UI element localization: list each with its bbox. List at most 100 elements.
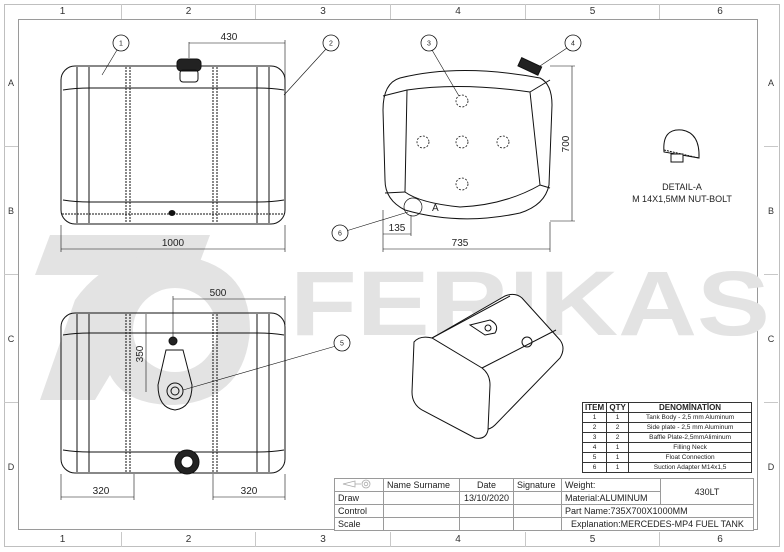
draw-name: [383, 491, 460, 505]
zone-col-label: 4: [391, 4, 526, 19]
isometric-view: [411, 293, 564, 439]
bom-qty: 1: [606, 452, 630, 463]
bom-row: 4 1 Filling Neck: [581, 442, 752, 453]
zone-col-label: 2: [122, 532, 256, 547]
dimension-labels: 430 1000 700 735 135 A 500 350 320 320: [93, 32, 572, 497]
bom-qty: 2: [606, 422, 630, 433]
title-block-header-row: Name Surname Date Signature Weight: 430L…: [334, 478, 754, 505]
bom-row: 2 2 Side plate - 2,5 mm Aluminum: [581, 422, 752, 433]
bom-qty: 1: [606, 412, 630, 423]
zone-row-label: C: [4, 275, 18, 403]
draw-signature: [513, 491, 562, 505]
scale-name: [383, 517, 460, 531]
row-label-draw: Draw: [334, 491, 384, 505]
zone-col-label: 6: [717, 6, 723, 17]
zone-row-label: B: [4, 147, 18, 275]
zone-col-label: 5: [526, 532, 660, 547]
zone-ruler-bottom: 1 2 3 4 5 6: [4, 532, 780, 547]
bom-denomination: Float Connection: [628, 452, 752, 463]
bom-item: 2: [581, 422, 608, 433]
detail-title: DETAIL-A: [662, 182, 702, 192]
bom-item: 3: [581, 432, 608, 443]
zone-row-label: A: [764, 19, 778, 147]
watermark-logo: FERIKAS: [35, 235, 770, 405]
zone-col-label: 3: [256, 532, 391, 547]
zone-col-label: 1: [4, 532, 122, 547]
dim-float-offset: 500: [210, 288, 227, 299]
bom-row: 3 2 Baffle Plate-2,5mmAliminum: [581, 432, 752, 443]
top-view: [60, 296, 351, 500]
bom-qty: 2: [606, 432, 630, 443]
bom-item: 1: [581, 412, 608, 423]
bill-of-materials: ITEM QTY DENOMİNATİON 1 1 Tank Body - 2,…: [581, 402, 752, 473]
control-name: [383, 504, 460, 518]
bom-qty: 1: [606, 442, 630, 453]
dim-width: 735: [452, 238, 469, 249]
bom-denomination: Tank Body - 2,5 mm Aluminum: [628, 412, 752, 423]
explanation: Explanation:MERCEDES-MP4 FUEL TANK: [561, 517, 754, 531]
scale-signature: [513, 517, 562, 531]
title-block-row-draw: Draw 13/10/2020 Material:ALUMINUM: [334, 491, 754, 505]
zone-col-label: 5: [526, 4, 660, 19]
detail-subtitle: M 14X1,5MM NUT-BOLT: [632, 194, 732, 204]
bom-row: 6 1 Suction Adapter M14x1,5: [581, 462, 752, 473]
part-name: Part Name:735X700X1000MM: [561, 504, 754, 518]
zone-row-label: A: [4, 19, 18, 147]
dim-filler-offset: 430: [221, 32, 238, 43]
detail-marker: A: [432, 203, 439, 214]
material: Material:ALUMINUM: [561, 491, 661, 505]
bom-header-qty: QTY: [606, 402, 630, 413]
zone-ruler-right: A B C D: [764, 19, 778, 530]
title-block-row-control: Control Part Name:735X700X1000MM: [334, 504, 754, 518]
bom-header-row: ITEM QTY DENOMİNATİON: [581, 402, 752, 413]
sheet-border: [4, 4, 780, 547]
zone-col-label: 4: [391, 532, 526, 547]
bom-denomination: Filling Neck: [628, 442, 752, 453]
header-name-surname: Name Surname: [383, 478, 460, 492]
zone-row-label: B: [764, 147, 778, 275]
detail-a-caption: DETAIL-A M 14X1,5MM NUT-BOLT: [612, 181, 752, 205]
balloon-4: 4: [571, 41, 575, 48]
dim-left-band: 320: [93, 486, 110, 497]
dim-length: 1000: [162, 238, 185, 249]
header-date: Date: [459, 478, 514, 492]
balloon-3: 3: [427, 41, 431, 48]
weight-label: Weight:: [561, 478, 661, 492]
row-label-control: Control: [334, 504, 384, 518]
balloon-1: 1: [119, 41, 123, 48]
title-block-row-scale: Scale Explanation:MERCEDES-MP4 FUEL TANK: [334, 517, 754, 531]
bom-row: 1 1 Tank Body - 2,5 mm Aluminum: [581, 412, 752, 423]
front-view: [60, 34, 340, 252]
dim-adapter-offset: 135: [389, 223, 406, 234]
zone-col-label: 2: [122, 4, 256, 19]
dim-height: 700: [561, 135, 572, 152]
zone-col-label: 6: [717, 534, 723, 545]
bom-row: 5 1 Float Connection: [581, 452, 752, 463]
side-view: [331, 34, 582, 252]
bom-item: 5: [581, 452, 608, 463]
draw-date: 13/10/2020: [459, 491, 514, 505]
zone-ruler-left: A B C D: [4, 19, 18, 530]
bom-denomination: Baffle Plate-2,5mmAliminum: [628, 432, 752, 443]
control-date: [459, 504, 514, 518]
zone-col-label: 1: [4, 4, 122, 19]
header-signature: Signature: [513, 478, 562, 492]
dim-right-band: 320: [241, 486, 258, 497]
balloon-5: 5: [340, 341, 344, 348]
detail-a-view: [663, 129, 700, 163]
balloon-6: 6: [338, 231, 342, 238]
row-label-scale: Scale: [334, 517, 384, 531]
bom-item: 4: [581, 442, 608, 453]
zone-row-label: D: [7, 461, 15, 472]
dim-float-depth: 350: [135, 345, 146, 362]
company-logo-icon: [334, 478, 384, 492]
bom-denomination: Side plate - 2,5 mm Aluminum: [628, 422, 752, 433]
bom-header-item: ITEM: [581, 402, 608, 413]
scale-date: [459, 517, 514, 531]
weight-value: 430LT: [660, 478, 754, 505]
zone-col-label: 3: [256, 4, 391, 19]
bom-qty: 1: [606, 462, 630, 473]
zone-row-label: C: [764, 275, 778, 403]
bom-header-denomination: DENOMİNATİON: [628, 402, 752, 413]
